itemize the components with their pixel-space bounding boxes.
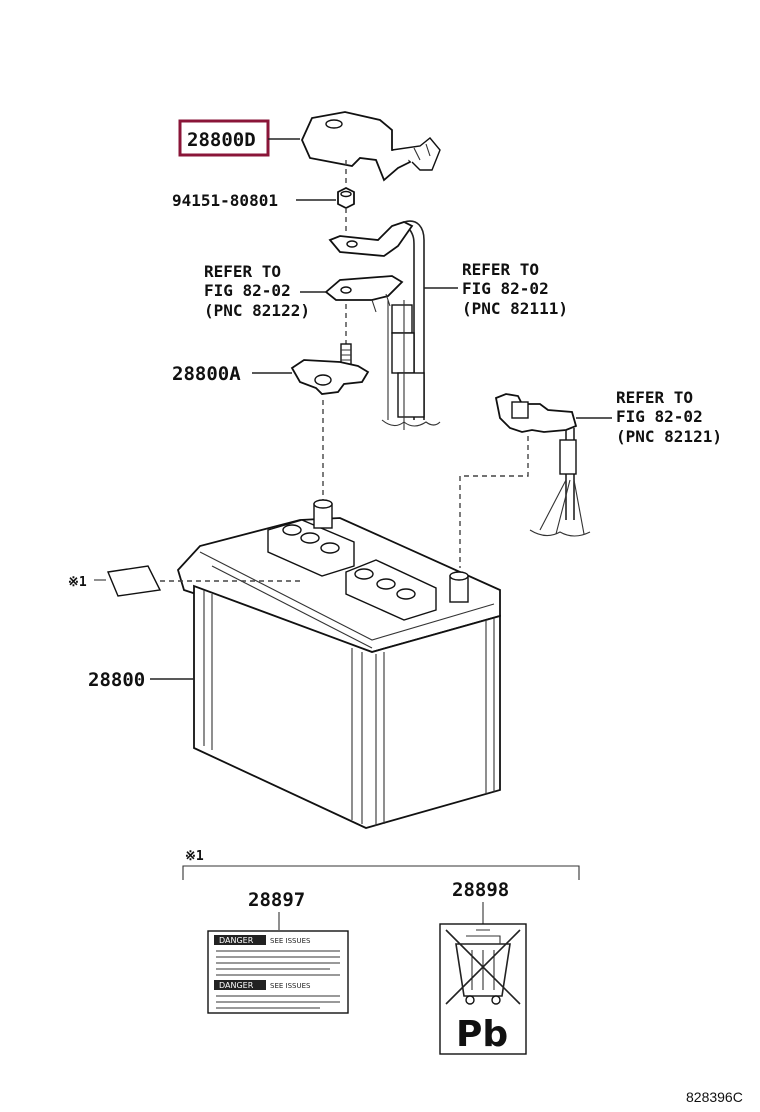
cross-out-icon bbox=[445, 929, 521, 1005]
figure-id: 828396C bbox=[686, 1089, 743, 1105]
bracket-terminal bbox=[324, 275, 404, 313]
battery bbox=[176, 499, 501, 829]
positive-cable bbox=[328, 220, 441, 430]
callout-label-recycle[interactable]: 28898 bbox=[452, 879, 509, 901]
refer-right-line3[interactable]: (PNC 82111) bbox=[462, 299, 568, 318]
callout-cover-part[interactable]: 28800D bbox=[187, 129, 256, 151]
callout-label-warning[interactable]: 28897 bbox=[248, 889, 305, 911]
terminal-cover bbox=[301, 111, 441, 182]
refer-right-line1: REFER TO bbox=[462, 260, 539, 279]
terminal-clamp bbox=[290, 343, 370, 395]
warning-header-1 bbox=[214, 935, 266, 945]
warning-label: DANGER SEE ISSUES DANGER SEE ISSUES bbox=[207, 930, 349, 1014]
bracket-line bbox=[182, 865, 580, 880]
label-sticker bbox=[107, 565, 162, 597]
bracket-note: ※1 bbox=[185, 849, 204, 864]
warning-header-1-text: DANGER bbox=[219, 936, 254, 945]
refer-neg-line2: FIG 82-02 bbox=[616, 407, 703, 426]
nut bbox=[337, 186, 355, 210]
warning-header-2 bbox=[214, 980, 266, 990]
refer-neg-line3[interactable]: (PNC 82121) bbox=[616, 427, 722, 446]
dash-neg-post bbox=[459, 436, 529, 568]
callout-nut-part[interactable]: 94151-80801 bbox=[172, 191, 278, 210]
warning-header-2-text: DANGER bbox=[219, 981, 254, 990]
refer-neg-line1: REFER TO bbox=[616, 388, 693, 407]
warning-header-1-sub: SEE ISSUES bbox=[270, 937, 311, 945]
callout-battery-part[interactable]: 28800 bbox=[88, 669, 145, 691]
recycle-label: Pb bbox=[439, 923, 527, 1055]
refer-left-line2: FIG 82-02 bbox=[204, 281, 291, 300]
trash-bin-icon bbox=[455, 943, 511, 997]
callout-clamp-part[interactable]: 28800A bbox=[172, 363, 241, 385]
negative-cable bbox=[494, 393, 591, 537]
highlight-box[interactable] bbox=[178, 119, 270, 157]
refer-left-line1: REFER TO bbox=[204, 262, 281, 281]
refer-right-line2: FIG 82-02 bbox=[462, 279, 549, 298]
warning-header-2-sub: SEE ISSUES bbox=[270, 982, 311, 990]
note-mark: ※1 bbox=[68, 575, 87, 590]
recycle-symbol-text: Pb bbox=[456, 1014, 508, 1055]
refer-left-line3[interactable]: (PNC 82122) bbox=[204, 301, 310, 320]
